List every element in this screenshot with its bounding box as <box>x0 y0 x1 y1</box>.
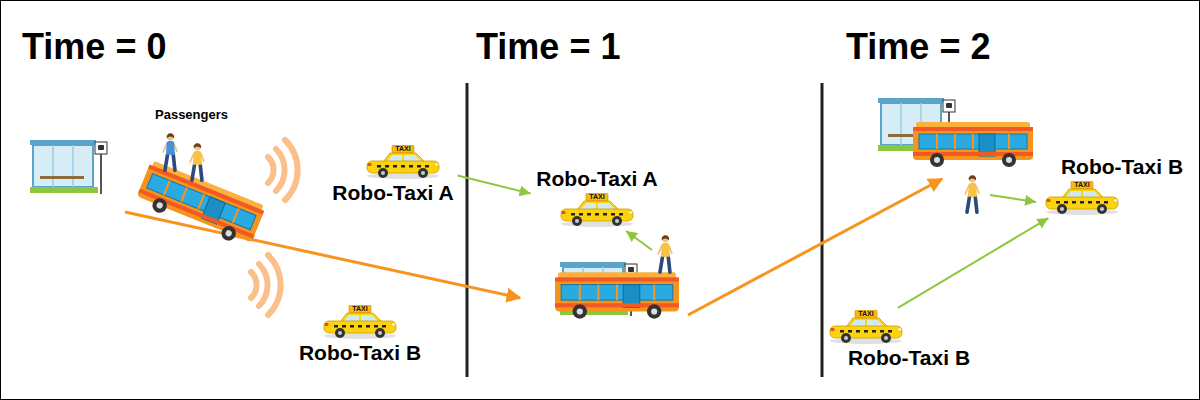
bus-path-arrow <box>688 179 942 315</box>
taxi-sign-text: TAXI <box>586 193 608 201</box>
walk-arrow <box>626 231 652 250</box>
passengers-label: Passengers <box>155 108 228 122</box>
taxi-graphic <box>561 193 633 227</box>
taxi-node: Robo-Taxi BTAXI <box>1021 155 1143 217</box>
taxi-icon: TAXI <box>1044 181 1120 215</box>
bus-stop <box>30 140 107 194</box>
signal-waves <box>251 255 281 315</box>
taxi-node: TAXI Robo-Taxi B <box>299 303 421 365</box>
taxi-sign-text: TAXI <box>1071 181 1093 189</box>
taxi-graphic <box>1046 181 1118 215</box>
taxi-node: TAXIRobo-Taxi A <box>342 143 463 205</box>
time-heading: Time = 0 <box>22 27 166 67</box>
transition-arrow <box>898 218 1048 308</box>
taxi-icon: TAXI <box>322 305 398 339</box>
time-heading: Time = 1 <box>476 27 620 67</box>
bus-path-arrow <box>125 212 520 298</box>
passenger <box>163 133 177 170</box>
taxi-icon: TAXI <box>828 310 904 344</box>
taxi-graphic <box>324 305 396 339</box>
taxi-node: TAXIRobo-Taxi B <box>805 308 927 370</box>
signal-waves <box>268 140 298 200</box>
taxi-name: Robo-Taxi A <box>536 167 657 191</box>
transition-arrow <box>458 175 531 193</box>
panel-divider <box>466 83 469 377</box>
taxi-icon: TAXI <box>559 193 635 227</box>
taxi-name: Robo-Taxi B <box>299 341 421 365</box>
passenger <box>965 175 979 212</box>
taxi-sign-text: TAXI <box>349 305 371 313</box>
passenger <box>190 143 204 180</box>
taxi-name: Robo-Taxi B <box>1061 155 1183 179</box>
walk-arrow <box>990 195 1036 202</box>
passenger <box>658 235 672 272</box>
time-heading: Time = 2 <box>846 27 990 67</box>
taxi-icon: TAXI <box>365 145 441 179</box>
panel-divider <box>821 83 824 377</box>
taxi-graphic <box>367 145 439 179</box>
taxi-name: Robo-Taxi A <box>332 181 453 205</box>
bus <box>913 122 1033 167</box>
bus <box>555 272 679 319</box>
taxi-graphic <box>830 310 902 344</box>
taxi-sign-text: TAXI <box>392 145 414 153</box>
taxi-node: Robo-Taxi A TAXI <box>536 167 657 229</box>
taxi-name: Robo-Taxi B <box>848 346 970 370</box>
taxi-sign-text: TAXI <box>855 310 877 318</box>
